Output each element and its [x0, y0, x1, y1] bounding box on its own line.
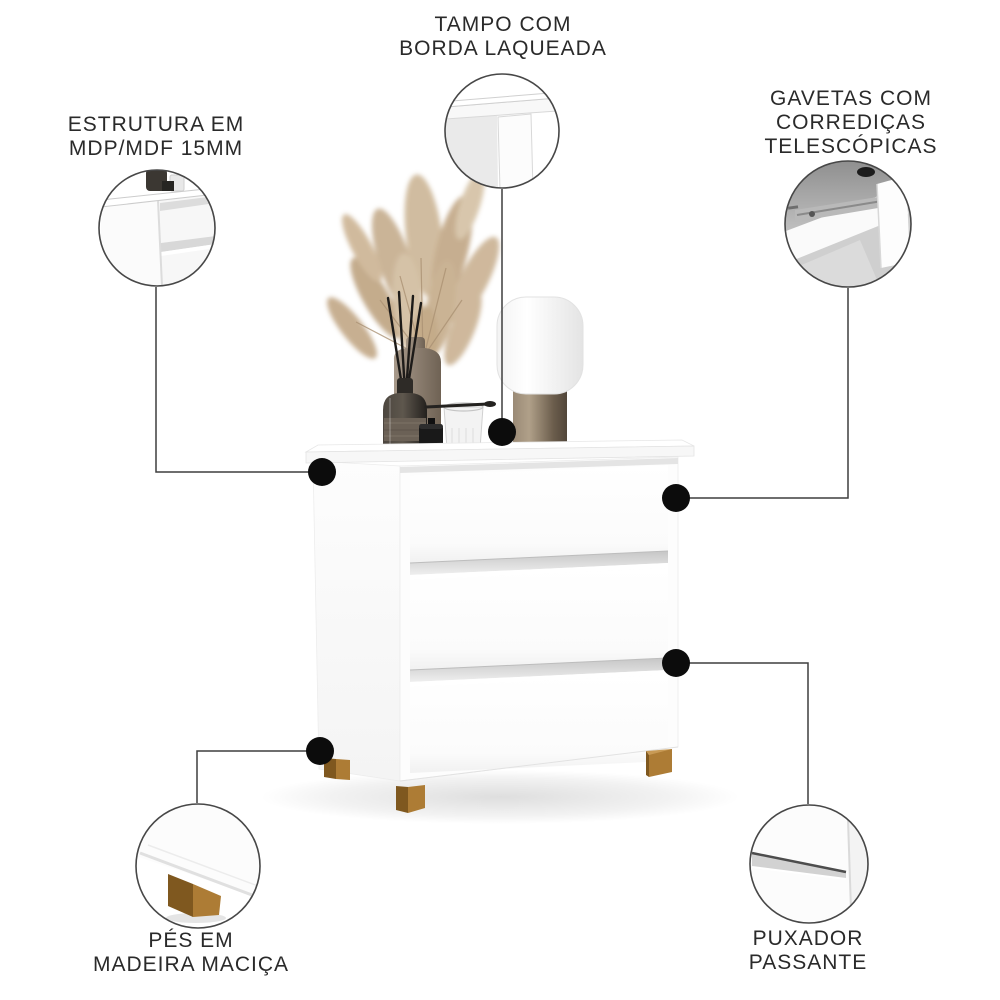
callout-line: PUXADOR — [752, 927, 864, 950]
diffuser-sticks — [386, 290, 423, 394]
marker-dot-pes — [306, 737, 334, 765]
dresser-side-panel — [312, 460, 401, 782]
drawer-1 — [410, 465, 668, 563]
connector-corredicas — [676, 288, 849, 499]
callout-label-estrutura: ESTRUTURA EM MDP/MDF 15MM — [0, 113, 316, 161]
connector-pes — [196, 750, 320, 803]
connector-puxador — [676, 662, 809, 804]
handle-groove-2 — [410, 658, 668, 682]
floor-shadow — [260, 770, 740, 824]
detail-circle-pes — [135, 803, 261, 929]
wooden-feet — [324, 749, 672, 813]
callout-label-puxador: PUXADOR PASSANTE — [648, 927, 968, 975]
callout-line: PÉS EM — [148, 929, 234, 952]
diffuser-bottle — [383, 378, 427, 450]
handle-groove-1 — [410, 551, 668, 575]
callout-line: PASSANTE — [748, 951, 868, 974]
stirrer-stick — [424, 402, 490, 409]
callout-line: TELESCÓPICAS — [764, 135, 938, 158]
dresser-top-edge — [305, 445, 695, 464]
marker-dot-estrutura — [308, 458, 336, 486]
marker-dot-tampo — [488, 418, 516, 446]
callout-line: TAMPO COM — [434, 13, 572, 36]
callout-line: CORREDIÇAS — [775, 111, 927, 134]
callout-label-pes: PÉS EM MADEIRA MACIÇA — [31, 929, 351, 977]
callout-line: ESTRUTURA EM — [67, 113, 245, 136]
detail-circle-tampo — [444, 73, 560, 189]
callout-line: BORDA LAQUEADA — [399, 37, 607, 60]
marker-dot-puxador — [662, 649, 690, 677]
marker-dot-corredicas — [662, 484, 690, 512]
callout-label-gavetas: GAVETAS COM CORREDIÇAS TELESCÓPICAS — [691, 87, 1000, 159]
callout-label-tampo: TAMPO COM BORDA LAQUEADA — [343, 13, 663, 61]
callout-line: MADEIRA MACIÇA — [92, 953, 290, 976]
detail-circle-corredicas — [784, 160, 912, 288]
connector-lines — [155, 189, 849, 804]
detail-circle-estrutura — [98, 169, 216, 287]
table-lamp — [496, 296, 584, 452]
marker-dots — [306, 418, 690, 765]
dresser — [304, 439, 695, 813]
drawer-3 — [410, 675, 668, 773]
detail-circle-puxador — [749, 804, 869, 924]
callout-line: MDP/MDF 15MM — [68, 137, 244, 160]
connector-estrutura — [155, 287, 322, 473]
callout-line: GAVETAS COM — [770, 87, 932, 110]
drawer-2 — [410, 568, 668, 670]
